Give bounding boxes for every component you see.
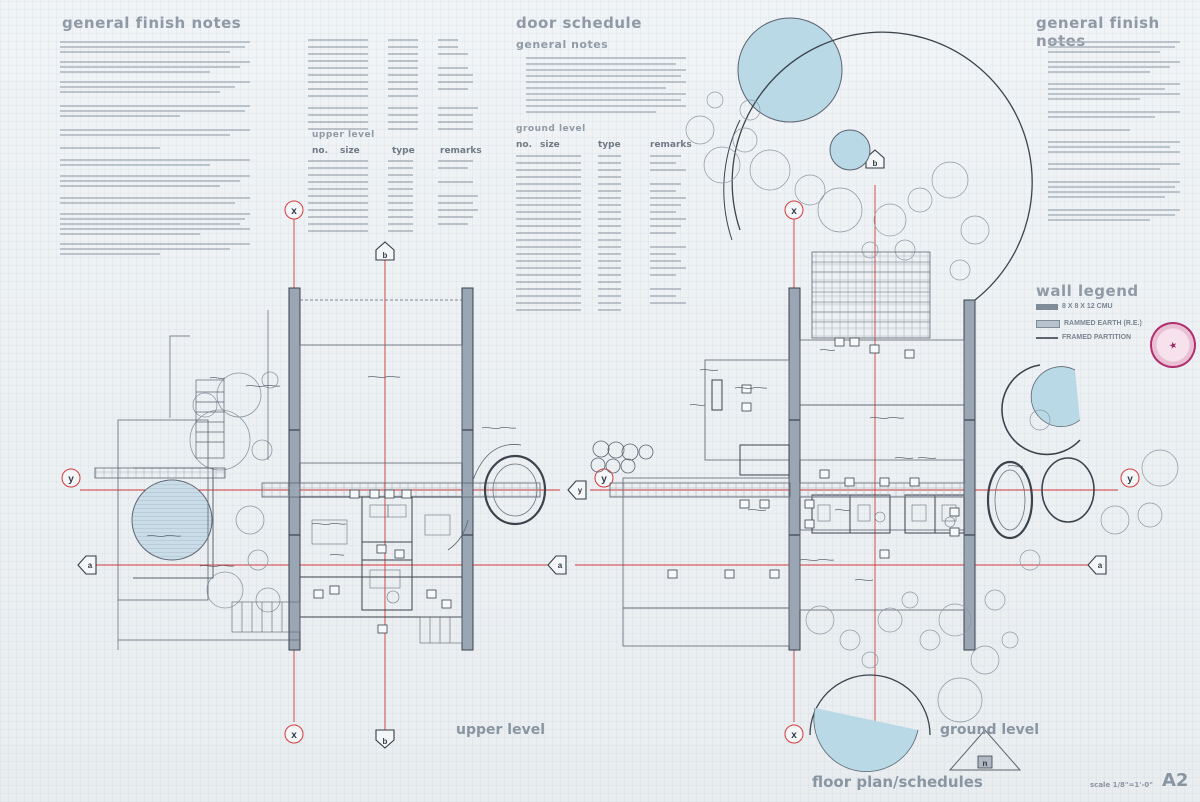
grid-tag-label: y: [601, 474, 607, 485]
general-notes-heading: general notes: [516, 38, 609, 51]
sheet-scale: scale 1/8"=1'-0": [1090, 781, 1153, 789]
east-pond: [1030, 366, 1081, 427]
legend-label-rammed-earth: RAMMED EARTH (R.E.): [1064, 320, 1142, 327]
legend-item-cmu: 8 X 8 X 12 CMU: [1036, 300, 1156, 313]
site-landscape-circles: [189, 371, 281, 613]
ground-level-plan: n: [590, 17, 1179, 773]
north-arrow: [948, 729, 1022, 771]
wall-ground-west: [788, 287, 801, 651]
grid-tag-x-ground-bottom: [784, 724, 804, 744]
entry-round-room: [483, 454, 547, 526]
upper-level-plan: [94, 287, 547, 651]
grid-tag-label: y: [68, 474, 74, 485]
door-general-notes-text: [526, 57, 686, 113]
finish-notes-text-left: [60, 41, 250, 255]
door-col-size: size: [540, 140, 560, 150]
pool-terrace-arc: [731, 31, 1033, 301]
room-upper-living: [299, 344, 463, 464]
wall-ground-east: [963, 299, 976, 651]
pool: [737, 17, 843, 123]
landscape-circles-south: [805, 589, 1019, 723]
wall-legend-heading: wall legend: [1036, 282, 1139, 300]
legend-label-framed: FRAMED PARTITION: [1062, 334, 1132, 341]
finish-notes-heading-left: general finish notes: [62, 14, 242, 32]
sched-col-type: type: [392, 146, 415, 156]
legend-swatch-cmu: [1036, 303, 1058, 310]
sched-col-size: size: [340, 146, 360, 156]
east-round-room: [986, 460, 1034, 540]
room-garage: [622, 477, 790, 609]
room-number-tags: [313, 489, 452, 634]
ground-level-schedule-heading: ground level: [516, 124, 586, 134]
landscape-circles-north: [685, 91, 990, 281]
section-tag-label: y: [578, 486, 583, 495]
window-schedule-text: [308, 39, 478, 232]
legend-swatch-framed: [1036, 336, 1058, 339]
entry-path-circles: [590, 440, 654, 474]
legend-swatch-rammed-earth: [1036, 319, 1060, 328]
upper-level-schedule-heading: upper level: [312, 130, 375, 140]
section-tag-label: a: [1098, 561, 1103, 570]
sheet-title: floor plan/schedules: [812, 773, 983, 791]
room-living: [799, 404, 965, 461]
door-schedule-heading: door schedule: [516, 14, 642, 32]
grid-tag-y-right: [1120, 468, 1140, 488]
door-col-no: no.: [516, 140, 533, 150]
grid-tags: [61, 200, 1140, 744]
grid-tag-label: x: [791, 730, 797, 741]
legend-item-rammed-earth: RAMMED EARTH (R.E.): [1036, 317, 1156, 330]
grid-tag-y-left: [61, 468, 81, 488]
grid-tag-x-upper-top: [284, 200, 304, 220]
section-tag-label: a: [558, 561, 563, 570]
grid-tag-label: y: [1127, 474, 1133, 485]
section-tag-label: a: [88, 561, 93, 570]
room-garden: [622, 607, 790, 647]
grid-tag-label: x: [291, 206, 297, 217]
sched-col-remarks: remarks: [440, 146, 482, 156]
wall-upper-east: [461, 287, 474, 651]
section-tag-label: b: [383, 737, 388, 746]
finish-notes-text-right: [1048, 41, 1180, 221]
door-col-remarks: remarks: [650, 140, 692, 150]
upper-level-label: upper level: [456, 722, 545, 738]
east-terrace: [1001, 364, 1081, 456]
door-col-type: type: [598, 140, 621, 150]
sched-col-no: no.: [312, 146, 329, 156]
section-tag-label: b: [873, 159, 878, 168]
room-bath-upper: [361, 496, 413, 543]
grid-tag-label: x: [291, 730, 297, 741]
room-bedrooms: [799, 529, 965, 611]
room-number-tags-ground: [667, 337, 960, 579]
section-markers: [77, 149, 1107, 749]
grid-tag-x-upper-bottom: [284, 724, 304, 744]
ground-level-label: ground level: [940, 722, 1040, 738]
grid-tag-label: x: [791, 206, 797, 217]
legend-item-framed: FRAMED PARTITION: [1036, 331, 1156, 344]
room-bath-upper-2: [361, 559, 413, 611]
legend-label-cmu: 8 X 8 X 12 CMU: [1062, 303, 1113, 310]
section-tag-label: b: [383, 251, 388, 260]
north-arrow-label: n: [983, 759, 988, 768]
wall-upper-west: [288, 287, 301, 651]
grid-tag-x-ground-top: [784, 200, 804, 220]
wall-legend: 8 X 8 X 12 CMU RAMMED EARTH (R.E.) FRAME…: [1036, 300, 1156, 344]
sheet-number: A2: [1162, 770, 1189, 791]
spa: [829, 129, 871, 171]
door-schedule-text: [516, 155, 686, 311]
finish-notes-heading-right: general finish notes: [1036, 14, 1160, 50]
